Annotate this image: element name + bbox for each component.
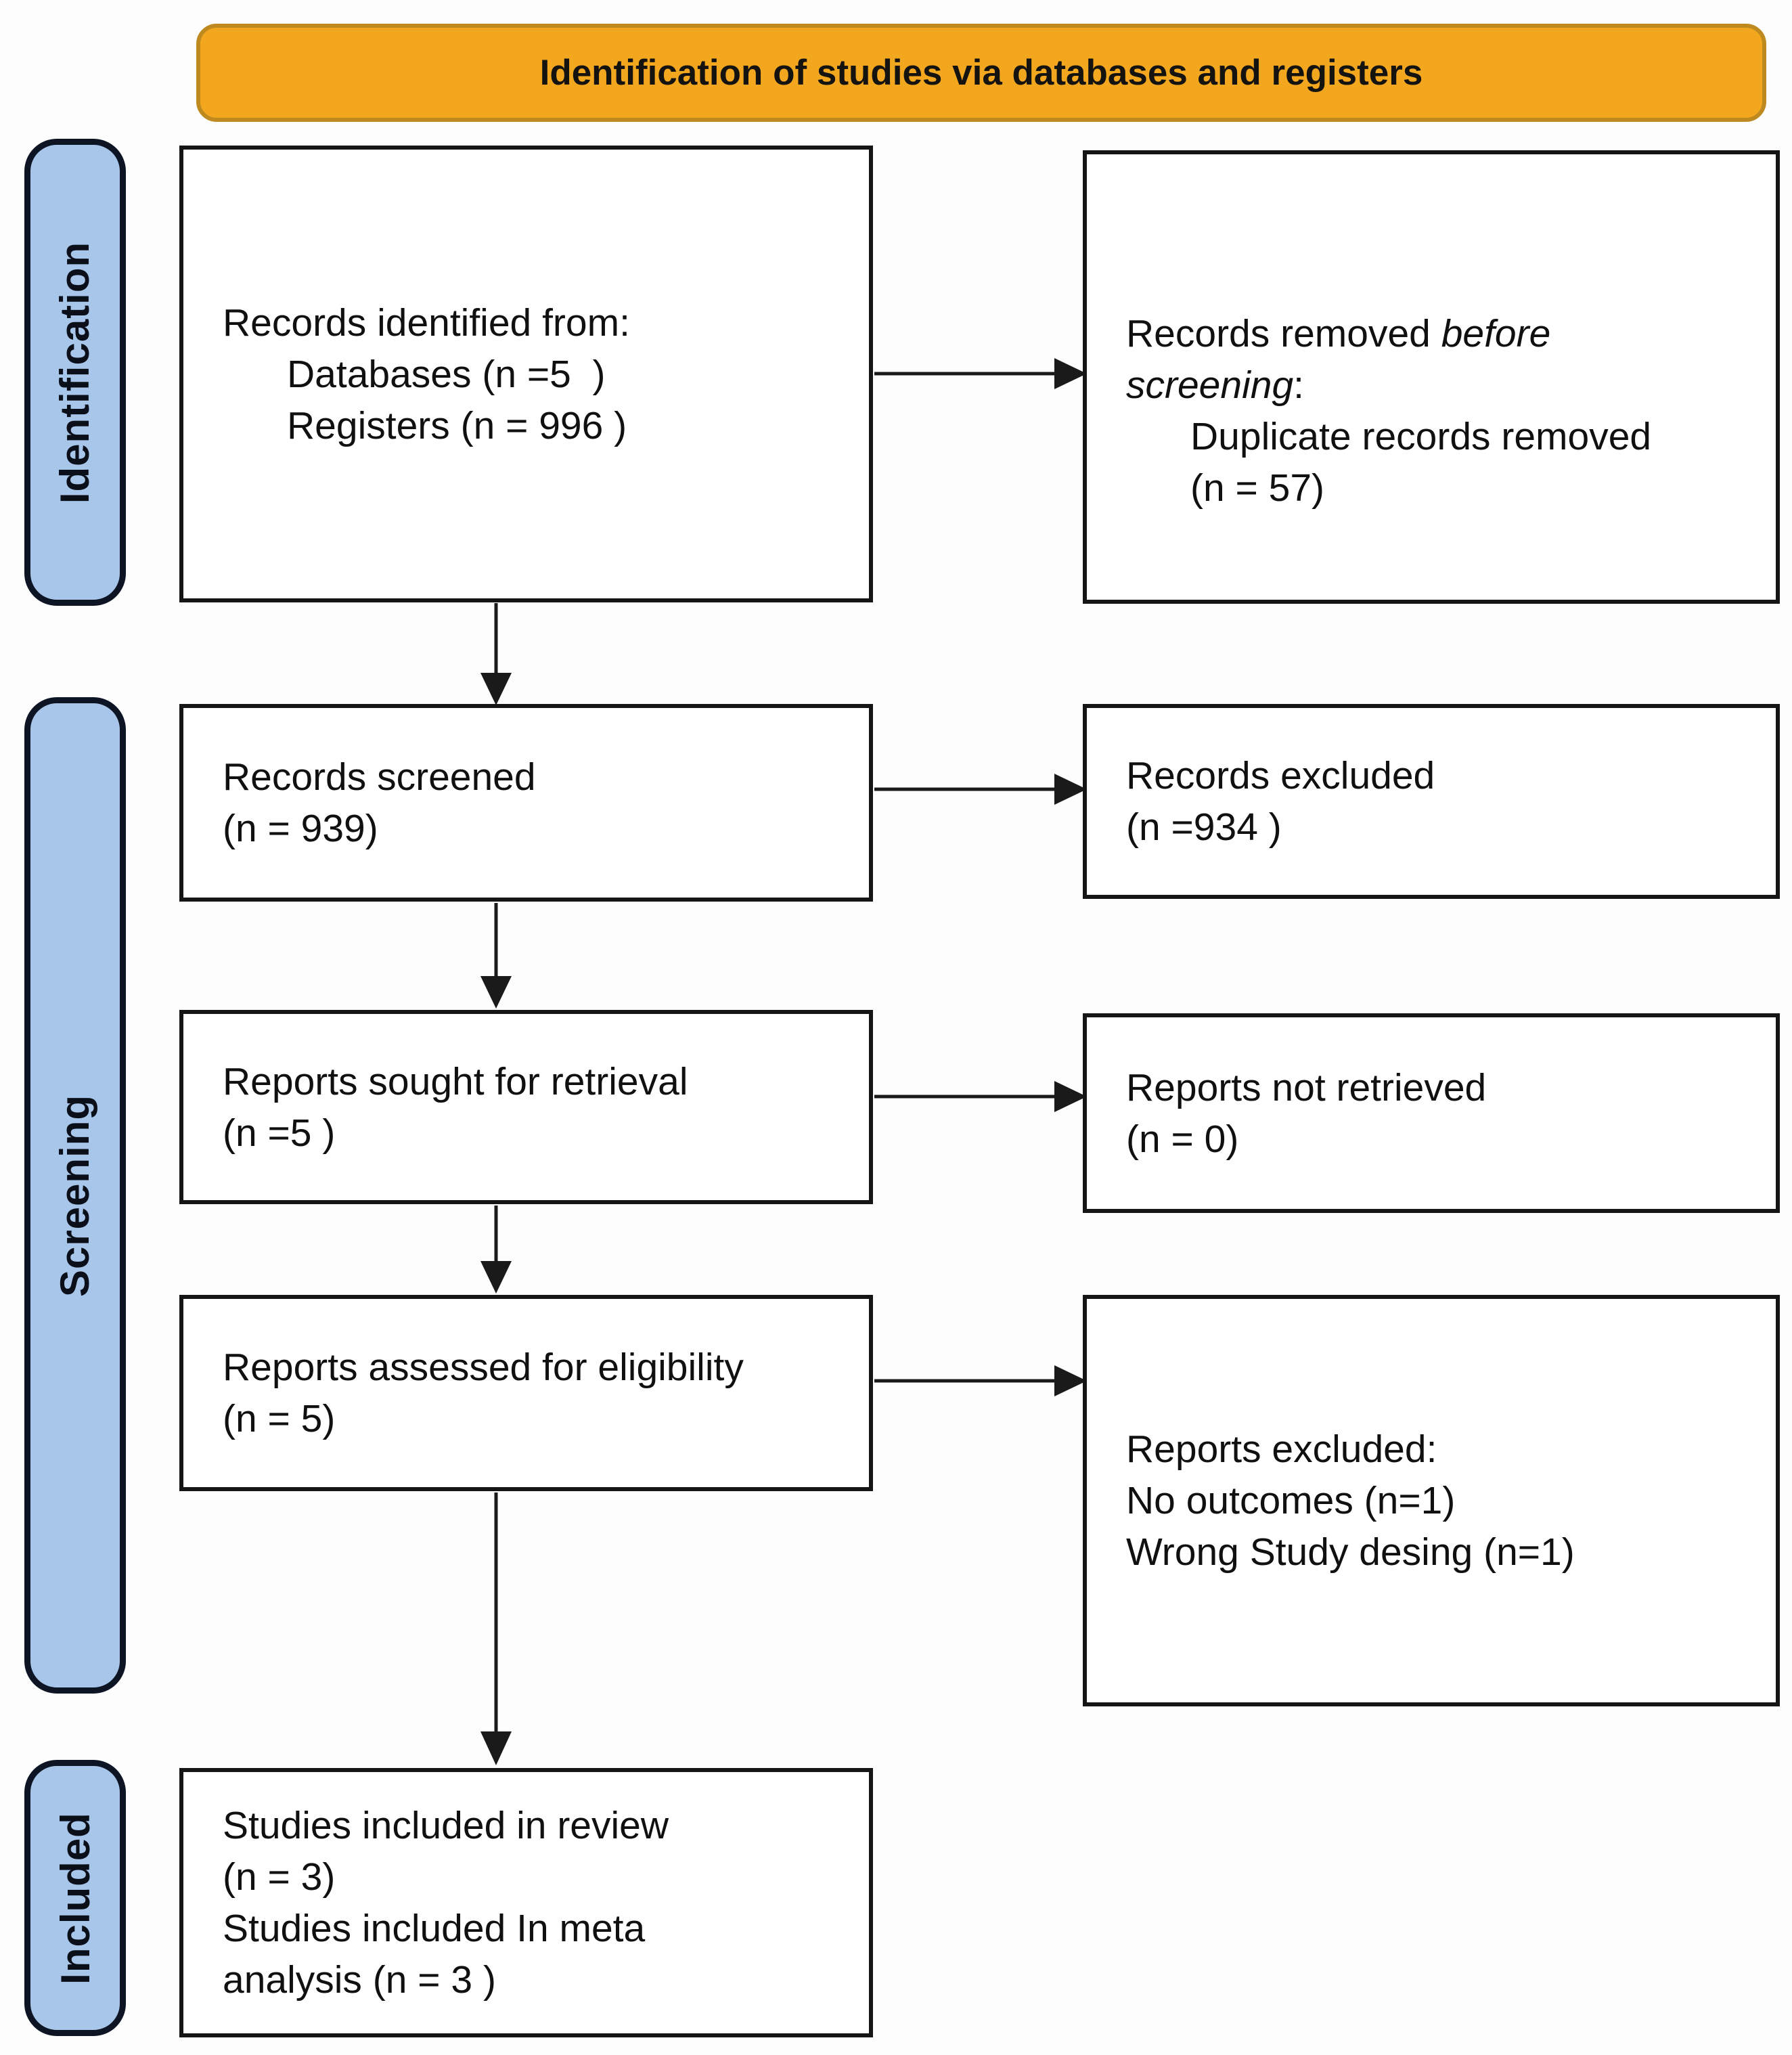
arrow-assessed-to-reports-excluded — [874, 1365, 1087, 1396]
box-line: Reports sought for retrieval — [223, 1059, 688, 1103]
box-line: Reports excluded: — [1126, 1428, 1437, 1471]
box-line: (n = 57) — [1190, 466, 1325, 510]
box-studies-included: Studies included in review (n = 3) Studi… — [179, 1768, 873, 2037]
box-line: (n = 0) — [1126, 1117, 1239, 1161]
box-line: screening: — [1126, 363, 1304, 407]
box-line: No outcomes (n=1) — [1126, 1479, 1456, 1522]
box-records-screened: Records screened (n = 939) — [179, 704, 873, 902]
box-reports-not-retrieved: Reports not retrieved (n = 0) — [1083, 1013, 1780, 1213]
title-banner: Identification of studies via databases … — [196, 24, 1766, 122]
box-reports-excluded: Reports excluded: No outcomes (n=1) Wron… — [1083, 1295, 1780, 1706]
box-line: Reports not retrieved — [1126, 1065, 1487, 1109]
box-records-identified: Records identified from: Databases (n =5… — [179, 146, 873, 602]
box-line: (n = 3) — [223, 1855, 336, 1899]
box-line: Records removed before — [1126, 312, 1551, 355]
box-line: Reports assessed for eligibility — [223, 1346, 744, 1389]
stage-label-screening: Screening — [24, 697, 126, 1694]
box-line: (n = 5) — [223, 1397, 336, 1440]
arrow-sought-to-assessed — [480, 1206, 512, 1294]
box-records-removed-before-screening: Records removed before screening: Duplic… — [1083, 150, 1780, 604]
arrow-identified-to-removed — [874, 358, 1087, 389]
box-line: Records identified from: — [223, 301, 630, 345]
title-banner-label: Identification of studies via databases … — [539, 53, 1423, 93]
arrow-identified-to-screened — [480, 603, 512, 705]
box-line: Records excluded — [1126, 754, 1435, 797]
box-line: (n =5 ) — [223, 1111, 336, 1155]
box-records-excluded: Records excluded (n =934 ) — [1083, 704, 1780, 899]
arrow-assessed-to-included — [480, 1493, 512, 1765]
box-reports-assessed: Reports assessed for eligibility (n = 5) — [179, 1295, 873, 1491]
stage-label-identification: Identification — [24, 139, 126, 606]
arrow-screened-to-excluded — [874, 774, 1087, 805]
box-line: Databases (n =5 ) — [287, 352, 606, 396]
box-line: Wrong Study desing (n=1) — [1126, 1530, 1575, 1574]
arrow-sought-to-not-retrieved — [874, 1081, 1087, 1112]
box-reports-sought: Reports sought for retrieval (n =5 ) — [179, 1010, 873, 1204]
box-line: analysis (n = 3 ) — [223, 1958, 496, 2002]
box-line: (n = 939) — [223, 807, 378, 850]
box-line: Records screened — [223, 755, 536, 799]
arrow-screened-to-sought — [480, 903, 512, 1009]
box-line: Studies included In meta — [223, 1907, 646, 1950]
box-line: Duplicate records removed — [1190, 415, 1652, 458]
box-line: (n =934 ) — [1126, 805, 1282, 849]
box-line: Registers (n = 996 ) — [287, 403, 627, 447]
stage-label-included: Included — [24, 1760, 126, 2036]
box-line: Studies included in review — [223, 1804, 669, 1847]
